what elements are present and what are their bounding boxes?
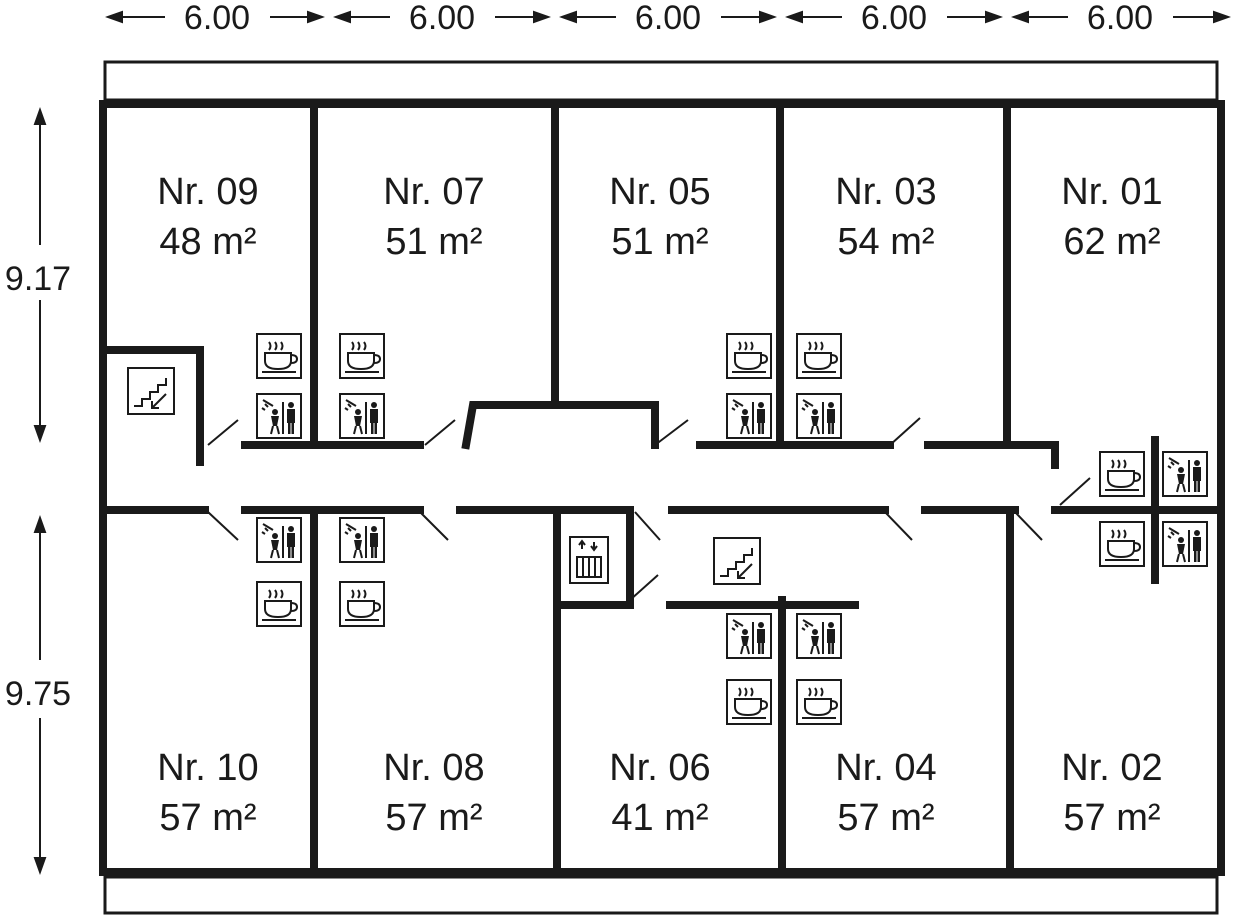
outer-walls — [99, 60, 1225, 915]
shower-toilet-icon — [796, 613, 842, 659]
room-area: 51 m² — [611, 221, 708, 263]
room-number: Nr. 09 — [157, 171, 258, 213]
room-labels: Nr. 09 48 m² Nr. 07 51 m² Nr. 05 51 m² N… — [157, 171, 1162, 839]
room-number: Nr. 01 — [1061, 171, 1162, 213]
shower-toilet-icon — [726, 613, 772, 659]
interior-walls — [101, 100, 1225, 876]
room-number: Nr. 03 — [835, 171, 936, 213]
shower-toilet-icon — [256, 517, 302, 563]
room-amenities — [127, 333, 1208, 725]
coffee-cup-icon — [256, 581, 302, 627]
room-number: Nr. 05 — [609, 171, 710, 213]
dimension-label: 6.00 — [861, 0, 927, 37]
room-number: Nr. 02 — [1061, 747, 1162, 789]
coffee-cup-icon — [1099, 521, 1145, 567]
room-area: 54 m² — [837, 221, 934, 263]
coffee-cup-icon — [339, 581, 385, 627]
shower-toilet-icon — [1162, 451, 1208, 497]
room-area: 57 m² — [385, 797, 482, 839]
horizontal-dimensions: 6.00 6.00 6.00 6.00 6.00 — [105, 0, 1231, 37]
shower-toilet-icon — [339, 393, 385, 439]
vertical-dimensions: 9.17 9.75 — [5, 107, 71, 875]
dimension-label: 6.00 — [409, 0, 475, 37]
dimension-label-bottom: 9.75 — [5, 675, 71, 713]
room-number: Nr. 08 — [383, 747, 484, 789]
dimension-label: 6.00 — [184, 0, 250, 37]
coffee-cup-icon — [726, 679, 772, 725]
shower-toilet-icon — [339, 517, 385, 563]
room-area: 48 m² — [159, 221, 256, 263]
room-area: 57 m² — [1063, 797, 1160, 839]
coffee-cup-icon — [339, 333, 385, 379]
dimension-label: 6.00 — [1087, 0, 1153, 37]
stairs-icon — [713, 537, 761, 585]
shower-toilet-icon — [256, 393, 302, 439]
coffee-cup-icon — [1099, 451, 1145, 497]
elevator-icon — [569, 536, 609, 584]
room-number: Nr. 06 — [609, 747, 710, 789]
shower-toilet-icon — [1162, 521, 1208, 567]
coffee-cup-icon — [726, 333, 772, 379]
room-area: 57 m² — [159, 797, 256, 839]
coffee-cup-icon — [256, 333, 302, 379]
door-swings — [207, 417, 1091, 601]
room-area: 51 m² — [385, 221, 482, 263]
shower-toilet-icon — [726, 393, 772, 439]
dimension-label-top: 9.17 — [5, 260, 71, 298]
coffee-cup-icon — [796, 333, 842, 379]
coffee-cup-icon — [796, 679, 842, 725]
shower-toilet-icon — [796, 393, 842, 439]
room-area: 57 m² — [837, 797, 934, 839]
room-number: Nr. 10 — [157, 747, 258, 789]
room-number: Nr. 07 — [383, 171, 484, 213]
room-area: 41 m² — [611, 797, 708, 839]
dimension-label: 6.00 — [635, 0, 701, 37]
room-area: 62 m² — [1063, 221, 1160, 263]
room-number: Nr. 04 — [835, 747, 936, 789]
stairs-icon — [127, 367, 175, 415]
